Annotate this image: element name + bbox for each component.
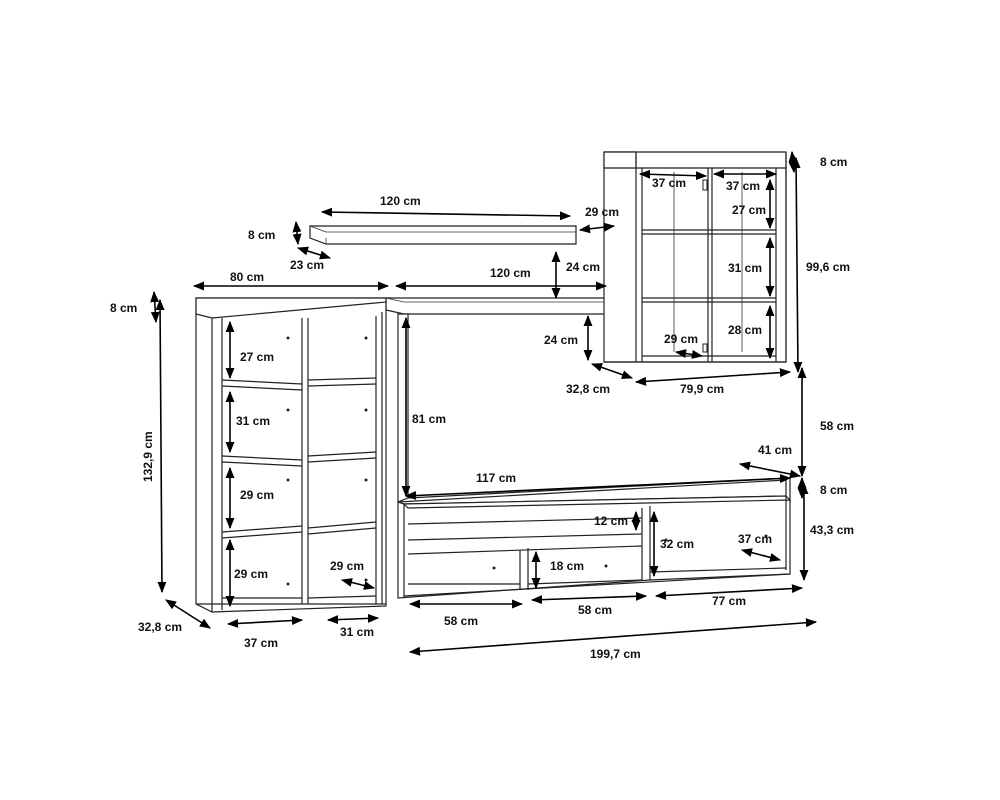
label-tv-col3: 77 cm bbox=[712, 594, 746, 608]
label-tv-top-width: 117 cm bbox=[476, 471, 516, 485]
label-tv-col1: 58 cm bbox=[444, 614, 478, 628]
label-wall-top: 8 cm bbox=[820, 155, 847, 169]
label-tv-right-depth: 37 cm bbox=[738, 532, 772, 546]
label-tv-col2: 58 cm bbox=[578, 603, 612, 617]
label-wall-height: 99,6 cm bbox=[806, 260, 850, 274]
label-shelf-depth: 23 cm bbox=[290, 258, 324, 272]
label-bridge-height: 81 cm bbox=[412, 412, 446, 426]
label-tower-col-left: 37 cm bbox=[244, 636, 278, 650]
label-wall-col-right: 37 cm bbox=[726, 179, 760, 193]
label-tower-top: 8 cm bbox=[110, 301, 137, 315]
label-tower-row1: 27 cm bbox=[240, 350, 274, 364]
label-tv-inner-height: 32 cm bbox=[660, 537, 694, 551]
label-shelf-width: 120 cm bbox=[380, 194, 421, 208]
tv-unit bbox=[397, 477, 792, 599]
label-tv-drawer: 12 cm bbox=[594, 514, 628, 528]
label-tv-depth: 41 cm bbox=[758, 443, 792, 457]
label-bridge-gap: 24 cm bbox=[566, 260, 600, 274]
dimension-arrows bbox=[150, 150, 818, 656]
label-total-width: 199,7 cm bbox=[590, 647, 641, 661]
label-wall-row1: 27 cm bbox=[732, 203, 766, 217]
label-bridge-under: 24 cm bbox=[544, 333, 578, 347]
label-tower-row2: 31 cm bbox=[236, 414, 270, 428]
label-wall-row3: 28 cm bbox=[728, 323, 762, 337]
label-wall-width: 79,9 cm bbox=[680, 382, 724, 396]
dimension-labels: 120 cm 29 cm 8 cm 23 cm 80 cm 120 cm 24 … bbox=[110, 155, 854, 661]
label-wall-depth: 32,8 cm bbox=[566, 382, 610, 396]
label-tower-row4: 29 cm bbox=[234, 567, 268, 581]
label-tower-width: 80 cm bbox=[230, 270, 264, 284]
label-tower-col-right: 31 cm bbox=[340, 625, 374, 639]
label-wall-row2: 31 cm bbox=[728, 261, 762, 275]
label-bridge-width: 120 cm bbox=[490, 266, 531, 280]
label-tv-height: 43,3 cm bbox=[810, 523, 854, 537]
label-wall-col-left: 37 cm bbox=[652, 176, 686, 190]
label-shelf-gap: 29 cm bbox=[585, 205, 619, 219]
label-shelf-height: 8 cm bbox=[248, 228, 275, 242]
wall-shelf bbox=[309, 225, 577, 245]
label-tower-row3: 29 cm bbox=[240, 488, 274, 502]
label-tower-inner: 29 cm bbox=[330, 559, 364, 573]
bridge-panel bbox=[385, 297, 627, 315]
bookcase-tower bbox=[195, 297, 387, 613]
wall-cabinet bbox=[603, 151, 787, 363]
label-wall-inner: 29 cm bbox=[664, 332, 698, 346]
label-tv-top: 8 cm bbox=[820, 483, 847, 497]
label-tower-height: 132,9 cm bbox=[141, 431, 155, 482]
label-tower-depth: 32,8 cm bbox=[138, 620, 182, 634]
label-tv-open-height: 18 cm bbox=[550, 559, 584, 573]
label-wall-clearance: 58 cm bbox=[820, 419, 854, 433]
